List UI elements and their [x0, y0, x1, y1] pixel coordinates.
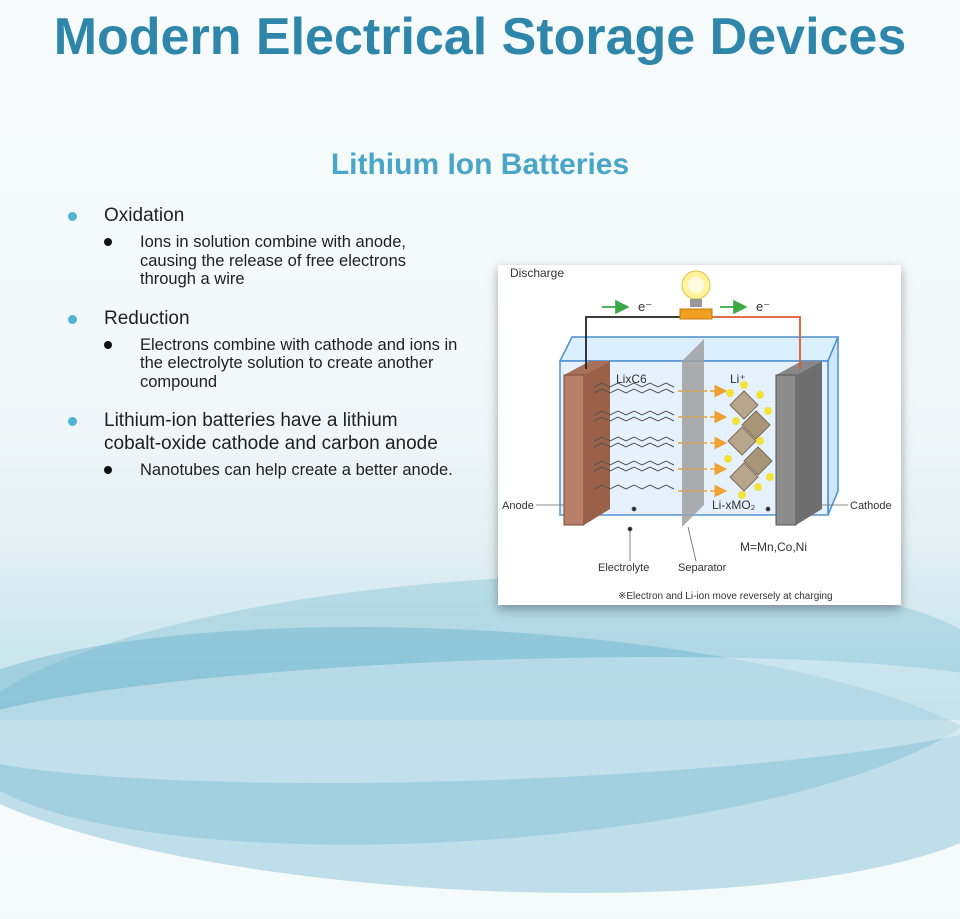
sub-bullet-text: Electrons combine with cathode and ions …: [140, 335, 458, 391]
external-circuit: [585, 316, 801, 369]
bullet-dot-icon: [104, 238, 112, 246]
bullet-dot-icon: [68, 314, 77, 324]
sub-bullet-text: Nanotubes can help create a better anode…: [140, 461, 453, 479]
light-bulb-icon: [679, 270, 713, 320]
cathode-label: Cathode: [850, 500, 892, 512]
graphite-layers: [593, 382, 675, 490]
sub-bullet: Electrons combine with cathode and ions …: [104, 336, 458, 392]
bullet-dot-icon: [104, 340, 112, 349]
anode-plate: [563, 361, 610, 526]
cathode-plate: [775, 361, 822, 526]
bullet-text: Oxidation: [104, 205, 185, 226]
bullet-list: Oxidation Ions in solution combine with …: [68, 204, 458, 480]
bullet-dot-icon: [68, 212, 77, 221]
cathode-crystal: [724, 381, 774, 499]
bullet-text: Reduction: [104, 307, 190, 329]
sub-bullet: Ions in solution combine with anode, cau…: [104, 233, 458, 289]
electrolyte-label: Electrolyte: [598, 562, 649, 574]
bullet-dot-icon: [104, 466, 112, 474]
diagram-heading: Discharge: [510, 266, 564, 280]
sub-bullet-text: Ions in solution combine with anode, cau…: [140, 233, 406, 288]
metal-note: M=Mn,Co,Ni: [740, 540, 807, 554]
diagram-footnote: ※Electron and Li-ion move reversely at c…: [618, 591, 833, 602]
cathode-material-label: Li-xMO₂: [712, 498, 756, 512]
slide-title: Modern Electrical Storage Devices: [53, 8, 907, 66]
ion-label: Li⁺: [730, 372, 746, 386]
bullet-text: Lithium-ion batteries have a lithium cob…: [104, 410, 438, 454]
separator-plate: [682, 339, 704, 527]
bullet-dot-icon: [68, 417, 77, 426]
bullet-reduction: Reduction: [68, 307, 458, 330]
sub-bullet: Nanotubes can help create a better anode…: [104, 461, 458, 480]
electron-label-right: e⁻: [756, 299, 770, 314]
bullet-lithium-ion: Lithium-ion batteries have a lithium cob…: [68, 409, 458, 455]
electron-label-left: e⁻: [638, 299, 652, 314]
battery-diagram: Discharge: [498, 265, 901, 605]
slide-subtitle: Lithium Ion Batteries: [330, 148, 630, 181]
anode-label: Anode: [502, 500, 534, 512]
leader-lines: [536, 504, 848, 562]
bullet-oxidation: Oxidation: [68, 204, 458, 227]
separator-label: Separator: [678, 562, 727, 574]
anode-material-label: LixC6: [616, 372, 647, 386]
